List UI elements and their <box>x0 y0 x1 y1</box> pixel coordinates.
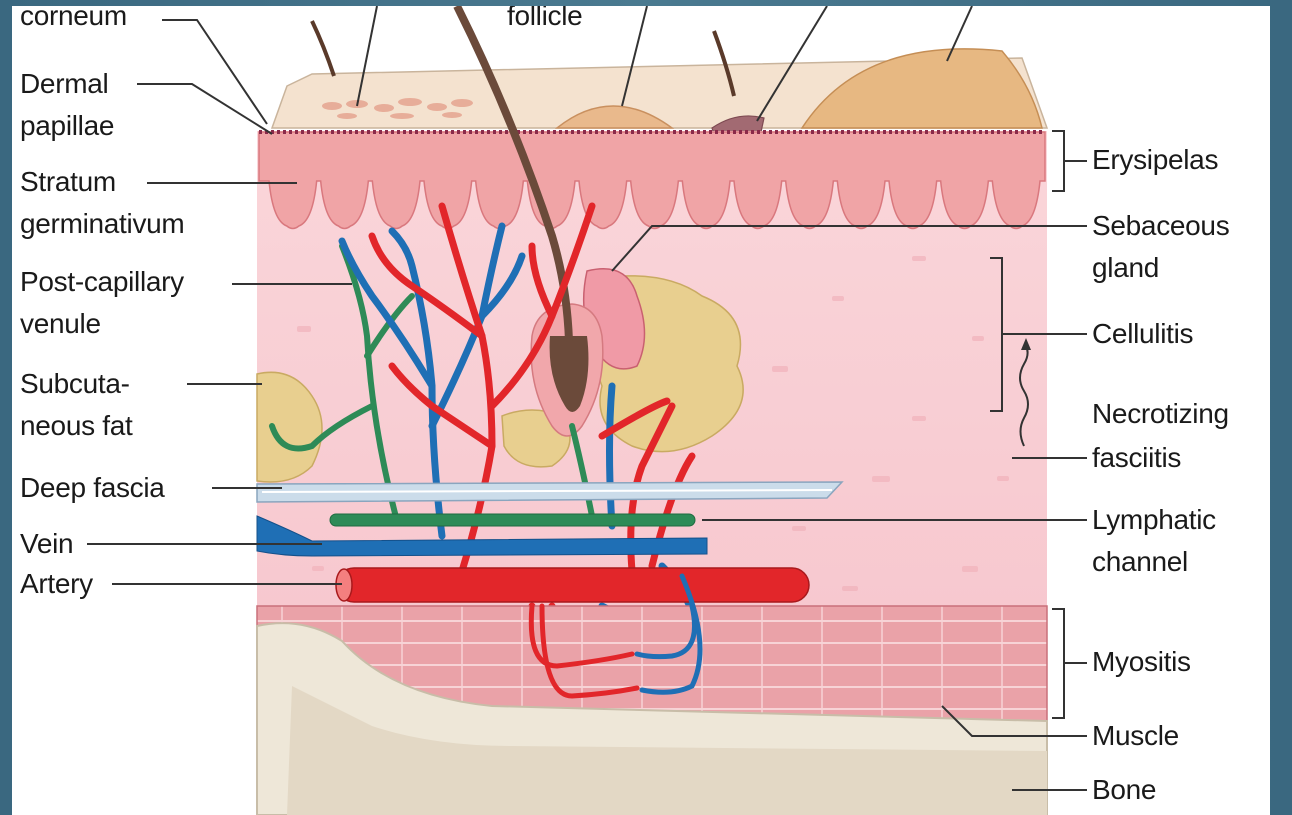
label-stratum-germinativum-line2: germinativum <box>20 208 184 240</box>
label-post-capillary-line1: Post-capillary <box>20 266 184 298</box>
label-erysipelas: Erysipelas <box>1092 144 1218 176</box>
label-stratum-germinativum-line1: Stratum <box>20 166 116 198</box>
label-subcutaneous-fat-line2: neous fat <box>20 410 133 442</box>
label-sebaceous-gland-line2: gland <box>1092 252 1159 284</box>
lymphatic-channel <box>330 514 695 526</box>
label-vein: Vein <box>20 528 73 560</box>
label-post-capillary-line2: venule <box>20 308 101 340</box>
deep-fascia-layer <box>257 482 842 502</box>
label-artery: Artery <box>20 568 93 600</box>
label-dermal-papillae-line2: papillae <box>20 110 114 142</box>
label-lymphatic-channel-line1: Lymphatic <box>1092 504 1216 536</box>
diagram-panel: corneum follicle Dermal papillae Stratum… <box>12 6 1270 815</box>
skin-layers-diagram <box>12 6 1270 815</box>
label-bone: Bone <box>1092 774 1156 806</box>
label-lymphatic-channel-line2: channel <box>1092 546 1188 578</box>
label-myositis: Myositis <box>1092 646 1191 678</box>
label-deep-fascia: Deep fascia <box>20 472 165 504</box>
label-necrotizing-fasciitis-line1: Necrotizing <box>1092 398 1229 430</box>
label-cellulitis: Cellulitis <box>1092 318 1193 350</box>
label-necrotizing-fasciitis-line2: fasciitis <box>1092 442 1181 474</box>
horizontal-artery <box>336 568 809 602</box>
label-hair-follicle: follicle <box>507 6 582 32</box>
label-stratum-corneum: corneum <box>20 6 127 32</box>
label-muscle: Muscle <box>1092 720 1179 752</box>
label-sebaceous-gland-line1: Sebaceous <box>1092 210 1229 242</box>
label-subcutaneous-fat-line1: Subcuta- <box>20 368 130 400</box>
label-dermal-papillae-line1: Dermal <box>20 68 108 100</box>
